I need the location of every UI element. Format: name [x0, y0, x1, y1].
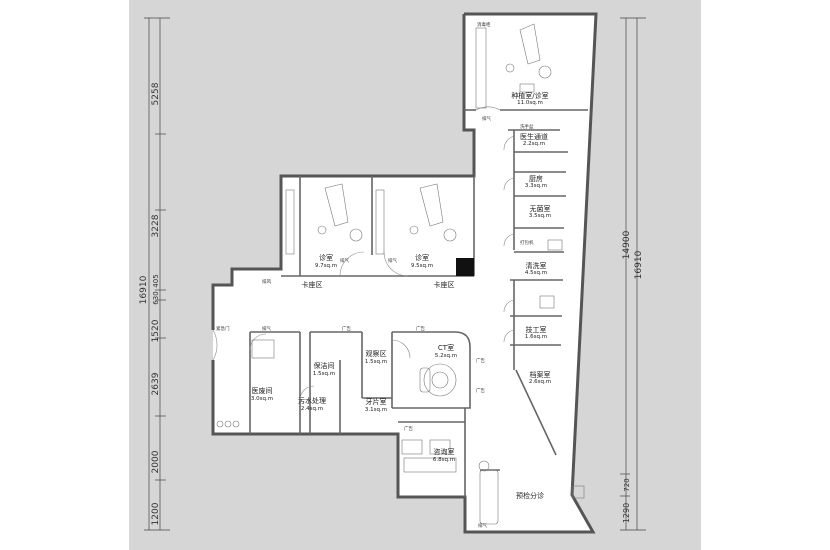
left-dim-seg-6: 2639 [151, 372, 161, 395]
room-consultation-area: 6.8sq.m [433, 457, 455, 463]
label-exhaust-3: 排气 [388, 257, 397, 264]
room-implant-name: 种植室/诊室 [511, 91, 548, 100]
booth-area-1-name: 卡座区 [302, 280, 323, 289]
room-clinic-2-name: 诊室 [415, 253, 429, 262]
label-ventilation: 排风 [262, 278, 271, 285]
room-implant-area: 11.0sq.m [517, 100, 543, 106]
interior-walls [249, 109, 588, 497]
label-ad-1: 广告 [342, 325, 351, 332]
room-technician-name: 技工室 [526, 325, 547, 334]
room-washing-area: 4.5sq.m [525, 270, 547, 276]
room-technician-area: 1.6sq.m [525, 334, 547, 340]
door-swings [212, 106, 515, 401]
room-observation-area: 1.5sq.m [365, 359, 387, 365]
room-doctor-passage-name: 医生通道 [520, 132, 548, 141]
label-exhaust-4: 排气 [262, 325, 271, 332]
left-dim-seg-3: 630 [152, 291, 160, 304]
left-total-dimension: 16910 [139, 275, 149, 304]
outer-walls [211, 12, 598, 534]
room-sterile-area: 3.5sq.m [529, 213, 551, 219]
room-archive-name: 档案室 [530, 370, 551, 379]
room-cleaning-name: 保洁间 [314, 361, 335, 370]
room-doctor-passage-area: 2.2sq.m [523, 141, 545, 147]
label-ad-3: 广告 [476, 357, 485, 364]
room-clinic-2-area: 9.5sq.m [411, 263, 433, 269]
right-dim-seg-2: 720 [623, 478, 631, 491]
label-emergency-door: 紧急门 [216, 325, 230, 332]
room-cleaning-area: 1.5sq.m [313, 371, 335, 377]
room-kitchen-area: 3.3sq.m [525, 183, 547, 189]
right-total-dimension: 16910 [634, 250, 644, 279]
label-sterilizer: 消毒柜 [477, 21, 491, 28]
room-archive-area: 2.6sq.m [529, 379, 551, 385]
room-medical-waste-name: 医废间 [252, 386, 273, 395]
room-clinic-1-name: 诊室 [319, 253, 333, 262]
right-dimension-chain [620, 17, 646, 531]
label-ad-4: 广告 [476, 387, 485, 394]
room-xray-area: 3.1sq.m [365, 407, 387, 413]
right-dim-seg-1: 14900 [622, 230, 632, 259]
furniture [216, 23, 585, 525]
room-observation-name: 观察区 [366, 349, 387, 358]
room-medical-waste-area: 3.0sq.m [251, 396, 273, 402]
left-dim-seg-4: 405 [152, 274, 160, 287]
left-dim-seg-2: 3228 [151, 214, 161, 237]
label-packing-machine: 打包机 [520, 239, 534, 246]
room-washing-name: 清洗室 [526, 261, 547, 270]
label-ad-2: 广告 [416, 325, 425, 332]
reception-triage-name: 预检分诊 [516, 491, 544, 500]
label-exhaust-1: 排气 [482, 115, 491, 122]
right-dim-seg-3: 1290 [622, 503, 631, 523]
left-dim-seg-5: 1520 [151, 319, 161, 342]
left-dim-seg-1: 5258 [151, 82, 161, 105]
room-sewage-area: 2.4sq.m [301, 406, 323, 412]
room-ct-name: CT室 [438, 343, 454, 352]
label-ad-5: 广告 [404, 425, 413, 432]
structural-column [456, 258, 474, 276]
room-consultation-name: 咨询室 [434, 447, 455, 456]
booth-area-2-name: 卡座区 [434, 280, 455, 289]
room-ct-area: 5.2sq.m [435, 353, 457, 359]
left-dimension-chain [144, 17, 170, 531]
room-clinic-1-area: 9.7sq.m [315, 263, 337, 269]
label-exhaust-2: 排气 [340, 257, 349, 264]
room-sewage-name: 污水处理 [298, 396, 326, 405]
floor-area [213, 14, 596, 532]
room-xray-name: 牙片室 [366, 397, 387, 406]
label-exhaust-5: 排气 [478, 522, 487, 529]
left-dim-seg-8: 1200 [151, 502, 161, 525]
label-hand-basin: 洗手盆 [520, 123, 534, 130]
room-kitchen-name: 厨房 [529, 174, 543, 183]
left-dim-seg-7: 2000 [151, 450, 161, 473]
room-sterile-name: 无菌室 [530, 204, 551, 213]
